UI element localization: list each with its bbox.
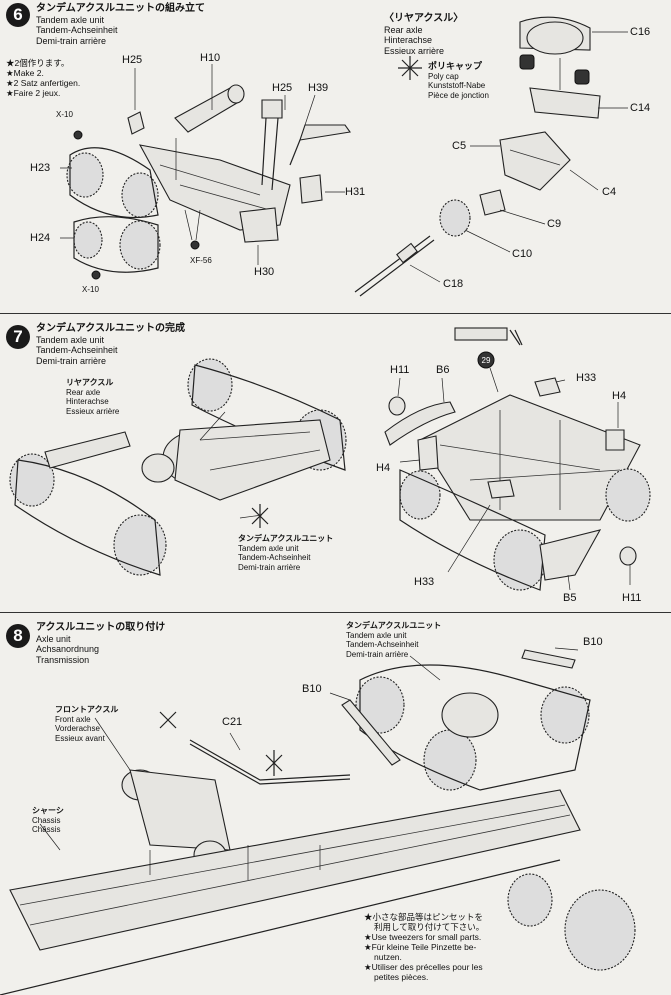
chassis-callout: シャーシ Chassis Châssis	[32, 806, 64, 834]
front-axle-callout: フロントアクスル Front axle Vorderachse Essieux …	[55, 705, 119, 743]
part-label: H31	[345, 186, 366, 198]
title-jp: タンデムアクスルユニットの組み立て	[36, 3, 205, 14]
title-fr: Demi-train arrière	[36, 35, 107, 46]
rear-axle-callout: リヤアクスル Rear axle Hinterachse Essieux arr…	[66, 378, 120, 416]
part-label: XF-56	[190, 256, 212, 265]
step-number: 8	[6, 624, 30, 648]
step-number: 7	[6, 325, 30, 349]
step7-right-assembly	[384, 327, 651, 591]
step6-rear-axle-exploded	[354, 16, 628, 297]
step-title: タンデムアクスルユニットの組み立て Tandem axle unit Tande…	[36, 3, 205, 46]
section-divider	[0, 612, 671, 613]
step8-assembly	[0, 647, 636, 995]
part-label: H39	[308, 82, 329, 94]
part-label: C16	[630, 26, 651, 38]
decal-badge: 29	[481, 356, 491, 365]
part-label: H25	[122, 54, 143, 66]
part-label: C5	[452, 140, 467, 152]
part-label: H30	[254, 266, 275, 278]
step6-left-assembly	[60, 64, 351, 280]
part-label: H11	[390, 364, 410, 376]
part-label: C10	[512, 248, 533, 260]
tandem-unit-callout: タンデムアクスルユニット Tandem axle unit Tandem-Ach…	[346, 621, 442, 659]
part-label: H33	[414, 576, 435, 588]
part-label: B10	[302, 683, 322, 695]
part-label: B6	[436, 364, 450, 376]
tandem-unit-callout: タンデムアクスルユニット Tandem axle unit Tandem-Ach…	[238, 534, 334, 572]
part-label: X-10	[56, 110, 73, 119]
part-label: C9	[547, 218, 562, 230]
step-title: アクスルユニットの取り付け Axle unit Achsanordnung Tr…	[36, 622, 166, 665]
part-label: B10	[583, 636, 603, 648]
part-label: H11	[622, 592, 642, 604]
part-label: X-10	[82, 285, 99, 294]
title-de: Tandem-Achseinheit	[36, 25, 118, 35]
rear-axle-heading: 〈リヤアクスル〉 Rear axle Hinterachse Essieux a…	[384, 13, 464, 56]
part-label: H23	[30, 162, 51, 174]
step-title: タンデムアクスルユニットの完成 Tandem axle unit Tandem-…	[36, 323, 185, 366]
make-note: ★2個作ります。 ★Make 2. ★2 Satz anfertigen. ★F…	[6, 58, 81, 98]
part-label: C14	[630, 102, 651, 114]
polycap-label: ポリキャップ Poly cap Kunststoff-Nabe Pièce de…	[428, 61, 489, 100]
part-label: H33	[576, 372, 597, 384]
part-label: C4	[602, 186, 617, 198]
part-label: H24	[30, 232, 51, 244]
title-en: Tandem axle unit	[36, 14, 105, 25]
step7-left-assembly	[9, 358, 347, 576]
part-label: H10	[200, 52, 221, 64]
section-divider	[0, 313, 671, 314]
part-label: B5	[563, 592, 577, 604]
part-label: H25	[272, 82, 293, 94]
part-label: H4	[612, 390, 627, 402]
step-number: 6	[6, 3, 30, 27]
part-label: H4	[376, 462, 391, 474]
part-label: C21	[222, 716, 243, 728]
tweezers-note: ★小さな部品等はピンセットを 利用して取り付けて下さい。 ★Use tweeze…	[364, 912, 485, 982]
part-label: C18	[443, 278, 464, 290]
